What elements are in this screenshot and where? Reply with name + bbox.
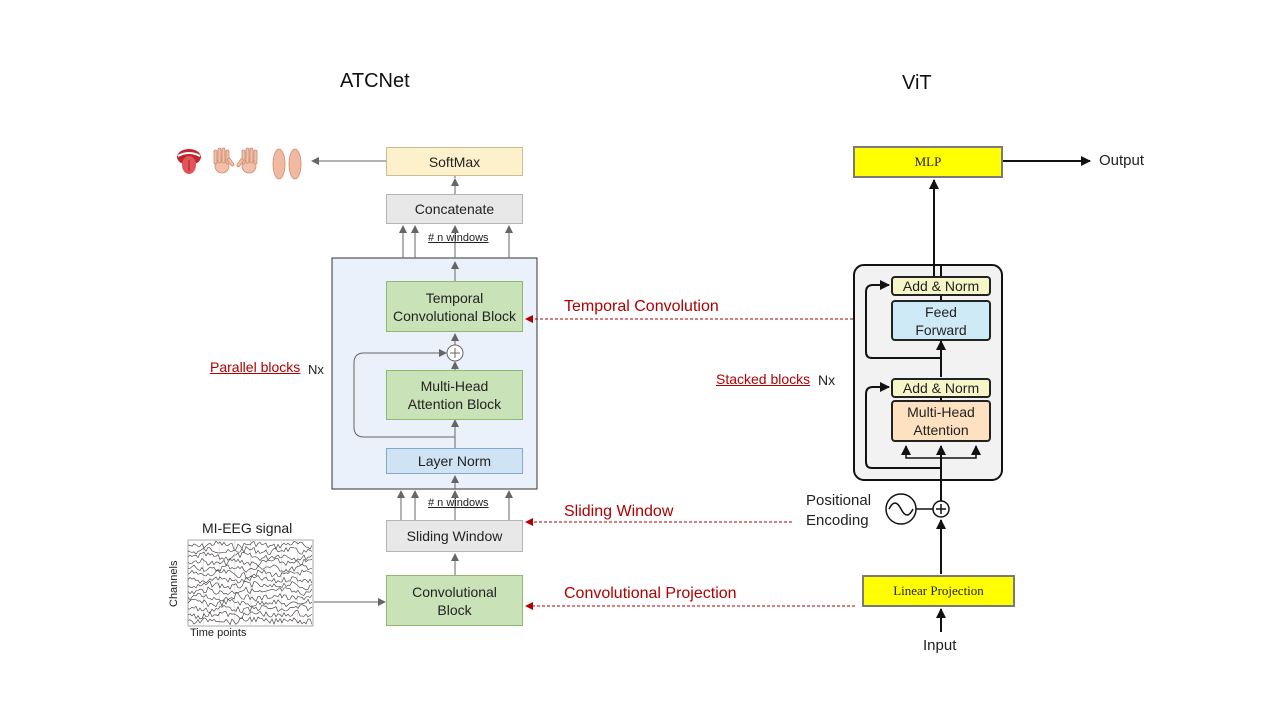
eeg-trace: [187, 592, 313, 602]
eeg-trace: [187, 610, 313, 620]
arrows-blocks-concat: [399, 225, 513, 258]
eeg-trace: [187, 551, 313, 562]
eeg-trace: [187, 604, 313, 614]
mapping-sliding-label: Sliding Window: [564, 503, 674, 520]
left-hand-icon: [213, 147, 235, 174]
feet-icon: [272, 148, 302, 180]
feed-forward-block: Feed Forward: [891, 300, 991, 341]
arrows-window-blocks: [397, 490, 513, 520]
mapping-projection-label: Convolutional Projection: [564, 585, 737, 602]
vit-multi-head-attention: Multi-Head Attention: [891, 400, 991, 442]
atcnet-title: ATCNet: [340, 70, 410, 92]
parallel-nx-label: Nx: [308, 362, 324, 377]
add-norm-bottom: Add & Norm: [891, 378, 991, 398]
tongue-icon: [177, 149, 201, 174]
mlp-block: MLP: [853, 146, 1003, 178]
n-windows-label-bottom: # n windows: [428, 497, 489, 509]
parallel-blocks-link[interactable]: Parallel blocks: [210, 359, 301, 375]
eeg-trace: [187, 557, 313, 567]
eeg-trace: [187, 616, 313, 626]
eeg-trace: [187, 574, 313, 584]
eeg-trace: [187, 580, 313, 591]
eeg-y-label: Channels: [168, 560, 180, 607]
residual-ff: [865, 280, 941, 359]
softmax-block: SoftMax: [386, 147, 523, 176]
eeg-trace: [187, 586, 313, 596]
eeg-title: MI-EEG signal: [202, 520, 293, 536]
eeg-trace: [187, 563, 313, 573]
input-label: Input: [923, 637, 957, 654]
sliding-window-block: Sliding Window: [386, 520, 523, 552]
eeg-x-label: Time points: [190, 627, 247, 639]
linear-projection-block: Linear Projection: [862, 575, 1015, 607]
add-norm-top: Add & Norm: [891, 276, 991, 296]
right-hand-icon: [236, 147, 258, 174]
mapping-temporal-label: Temporal Convolution: [564, 298, 719, 315]
n-windows-label-top: # n windows: [428, 232, 489, 244]
concatenate-block: Concatenate: [386, 194, 523, 224]
stacked-blocks-link[interactable]: Stacked blocks: [716, 371, 811, 387]
eeg-trace: [187, 540, 313, 550]
multi-head-attention-block: Multi-Head Attention Block: [386, 370, 523, 420]
eeg-trace: [187, 568, 313, 579]
stacked-nx-label: Nx: [818, 372, 836, 388]
eeg-trace: [187, 545, 313, 555]
vit-title: ViT: [902, 72, 932, 94]
output-label: Output: [1099, 152, 1145, 169]
positional-encoding-label: Positional Encoding: [806, 492, 872, 529]
vit-encoder-container: [853, 264, 1003, 481]
temporal-conv-block: Temporal Convolutional Block: [386, 281, 523, 332]
eeg-signal-plot: [187, 539, 314, 627]
eeg-trace: [187, 598, 313, 608]
residual-mha: [865, 382, 941, 469]
convolutional-block: Convolutional Block: [386, 575, 523, 626]
layer-norm-block: Layer Norm: [386, 448, 523, 474]
residual-connection: [353, 349, 455, 438]
